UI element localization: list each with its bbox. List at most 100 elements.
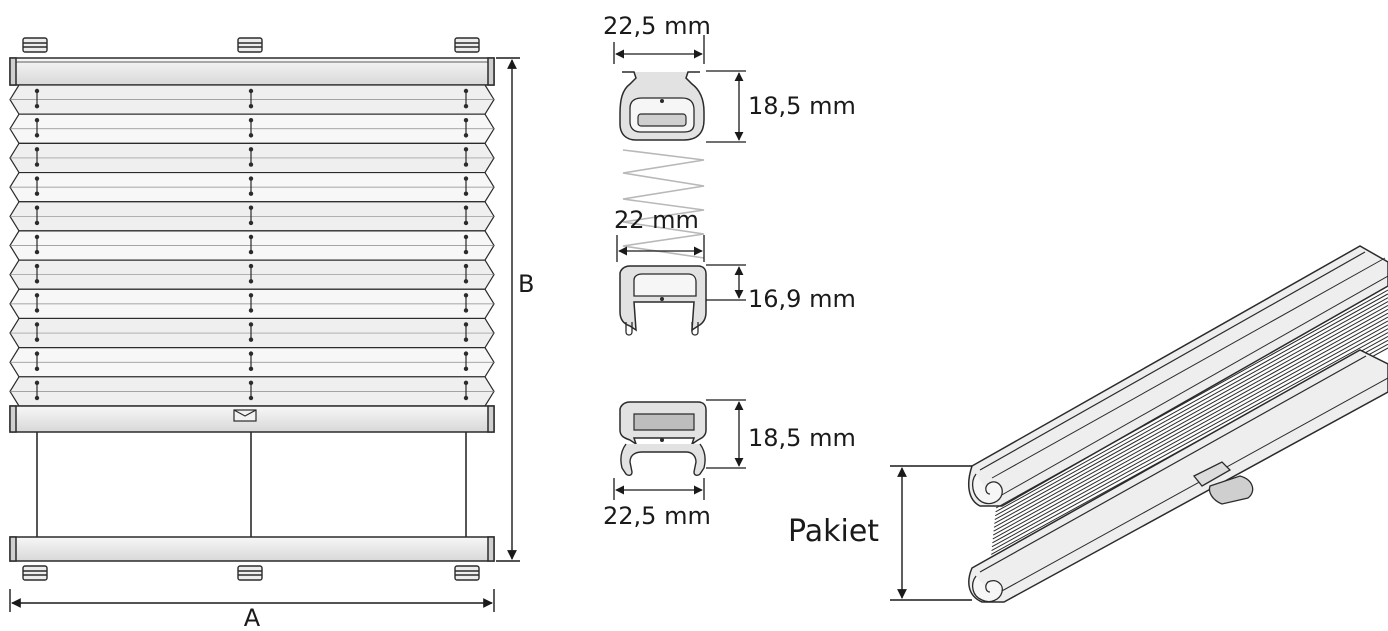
guide-cords — [36, 432, 467, 537]
package-perspective-view: Pakiet — [788, 245, 1388, 603]
cord-eyelet — [248, 191, 254, 196]
cord-eyelet — [34, 88, 40, 94]
cord-eyelet — [248, 88, 254, 94]
cord-eyelet — [34, 103, 40, 109]
middle-profile-section — [619, 265, 707, 336]
cord-eyelet — [248, 147, 254, 152]
cord-eyelet — [34, 395, 40, 401]
cord-eyelet — [248, 380, 254, 386]
rail-handle-icon — [233, 409, 257, 422]
cord-eyelet — [34, 162, 40, 167]
top-profile-section — [619, 71, 705, 141]
middle-profile-width-label: 22 mm — [614, 206, 699, 234]
cord-eyelet — [463, 366, 469, 372]
bottom-profile-width-label: 22,5 mm — [603, 502, 711, 530]
spring-icon — [622, 149, 705, 259]
cord-eyelet — [463, 133, 469, 138]
cord-eyelet — [34, 322, 40, 327]
cord-eyelet — [34, 263, 40, 269]
cord-eyelet — [463, 322, 469, 327]
package-pleat-line — [992, 316, 1388, 536]
cord-eyelet — [34, 293, 40, 298]
package-pleat-line — [994, 305, 1388, 524]
package-pleat-line — [995, 289, 1388, 509]
top-profile-height-label: 18,5 mm — [748, 92, 856, 120]
top-rail — [9, 57, 495, 86]
middle-profile-height-label: 16,9 mm — [748, 285, 856, 313]
profile-cross-sections: 22,5 mm 18,5 mm 22 mm 16,9 mm — [603, 12, 856, 530]
cord-eyelet — [463, 147, 469, 152]
cord-eyelet — [248, 263, 254, 269]
cord-eyelet — [34, 205, 40, 210]
package-pleat-line — [992, 320, 1388, 540]
cord-eyelet — [463, 117, 469, 123]
cord-eyelet — [248, 133, 254, 138]
cord-eyelet — [34, 234, 40, 240]
package-dimension — [890, 465, 972, 601]
cord-eyelet — [248, 103, 254, 109]
pleated-fabric — [9, 84, 495, 407]
middle-profile-dimensions — [616, 235, 746, 301]
cord-eyelet — [463, 279, 469, 284]
cord-eyelet — [34, 249, 40, 255]
cord-eyelet — [248, 322, 254, 327]
package-pleat-line — [991, 328, 1388, 548]
bottom-profile-height-label: 18,5 mm — [748, 424, 856, 452]
cord-eyelet — [34, 308, 40, 313]
cord-eyelet — [463, 249, 469, 255]
cord-eyelet — [463, 337, 469, 342]
cord-eyelet — [248, 249, 254, 255]
top-mounting-clips — [22, 37, 480, 53]
cord-eyelet — [248, 176, 254, 181]
blind-front-view: A B — [9, 37, 534, 631]
package-pleat-line — [995, 293, 1388, 513]
cord-eyelet — [463, 308, 469, 313]
width-label: A — [244, 604, 261, 626]
cord-eyelet — [248, 395, 254, 401]
top-profile-dimensions — [613, 35, 746, 143]
package-pleat-line — [994, 297, 1388, 517]
cord-eyelet — [248, 234, 254, 240]
bottom-profile-section — [619, 401, 707, 476]
middle-rail — [9, 405, 495, 433]
height-dimension — [496, 57, 520, 562]
cord-eyelet — [34, 176, 40, 181]
cord-eyelet — [34, 220, 40, 226]
cord-eyelet — [34, 133, 40, 138]
cord-eyelet — [248, 308, 254, 313]
cord-eyelet — [463, 293, 469, 298]
package-handle-icon — [1192, 461, 1254, 505]
cord-eyelet — [248, 117, 254, 123]
package-pleat-line — [992, 324, 1388, 544]
top-profile-width-label: 22,5 mm — [603, 12, 711, 40]
cord-eyelet — [463, 380, 469, 386]
cord-eyelet — [463, 103, 469, 109]
cord-eyelet — [248, 337, 254, 342]
bottom-profile-dimensions — [613, 399, 746, 500]
cord-eyelet — [463, 191, 469, 196]
cord-eyelet — [463, 88, 469, 94]
height-label: B — [518, 270, 534, 298]
cord-eyelet — [463, 205, 469, 210]
package-pleat-line — [993, 308, 1388, 528]
cord-eyelet — [463, 351, 469, 356]
cord-eyelet — [248, 366, 254, 372]
bottom-rail — [9, 536, 495, 562]
cord-eyelet — [34, 351, 40, 356]
package-pleat-line — [994, 301, 1388, 521]
cord-eyelet — [34, 279, 40, 284]
cord-eyelet — [34, 117, 40, 123]
cord-eyelet — [463, 395, 469, 401]
cord-eyelet — [34, 366, 40, 372]
bottom-mounting-clips — [22, 565, 480, 581]
cord-eyelet — [463, 220, 469, 226]
cord-eyelet — [248, 205, 254, 210]
width-dimension — [9, 589, 495, 612]
package-pleat-line — [991, 332, 1388, 551]
cord-eyelet — [248, 293, 254, 298]
cord-eyelet — [463, 263, 469, 269]
cord-eyelet — [34, 380, 40, 386]
package-label: Pakiet — [788, 514, 879, 549]
